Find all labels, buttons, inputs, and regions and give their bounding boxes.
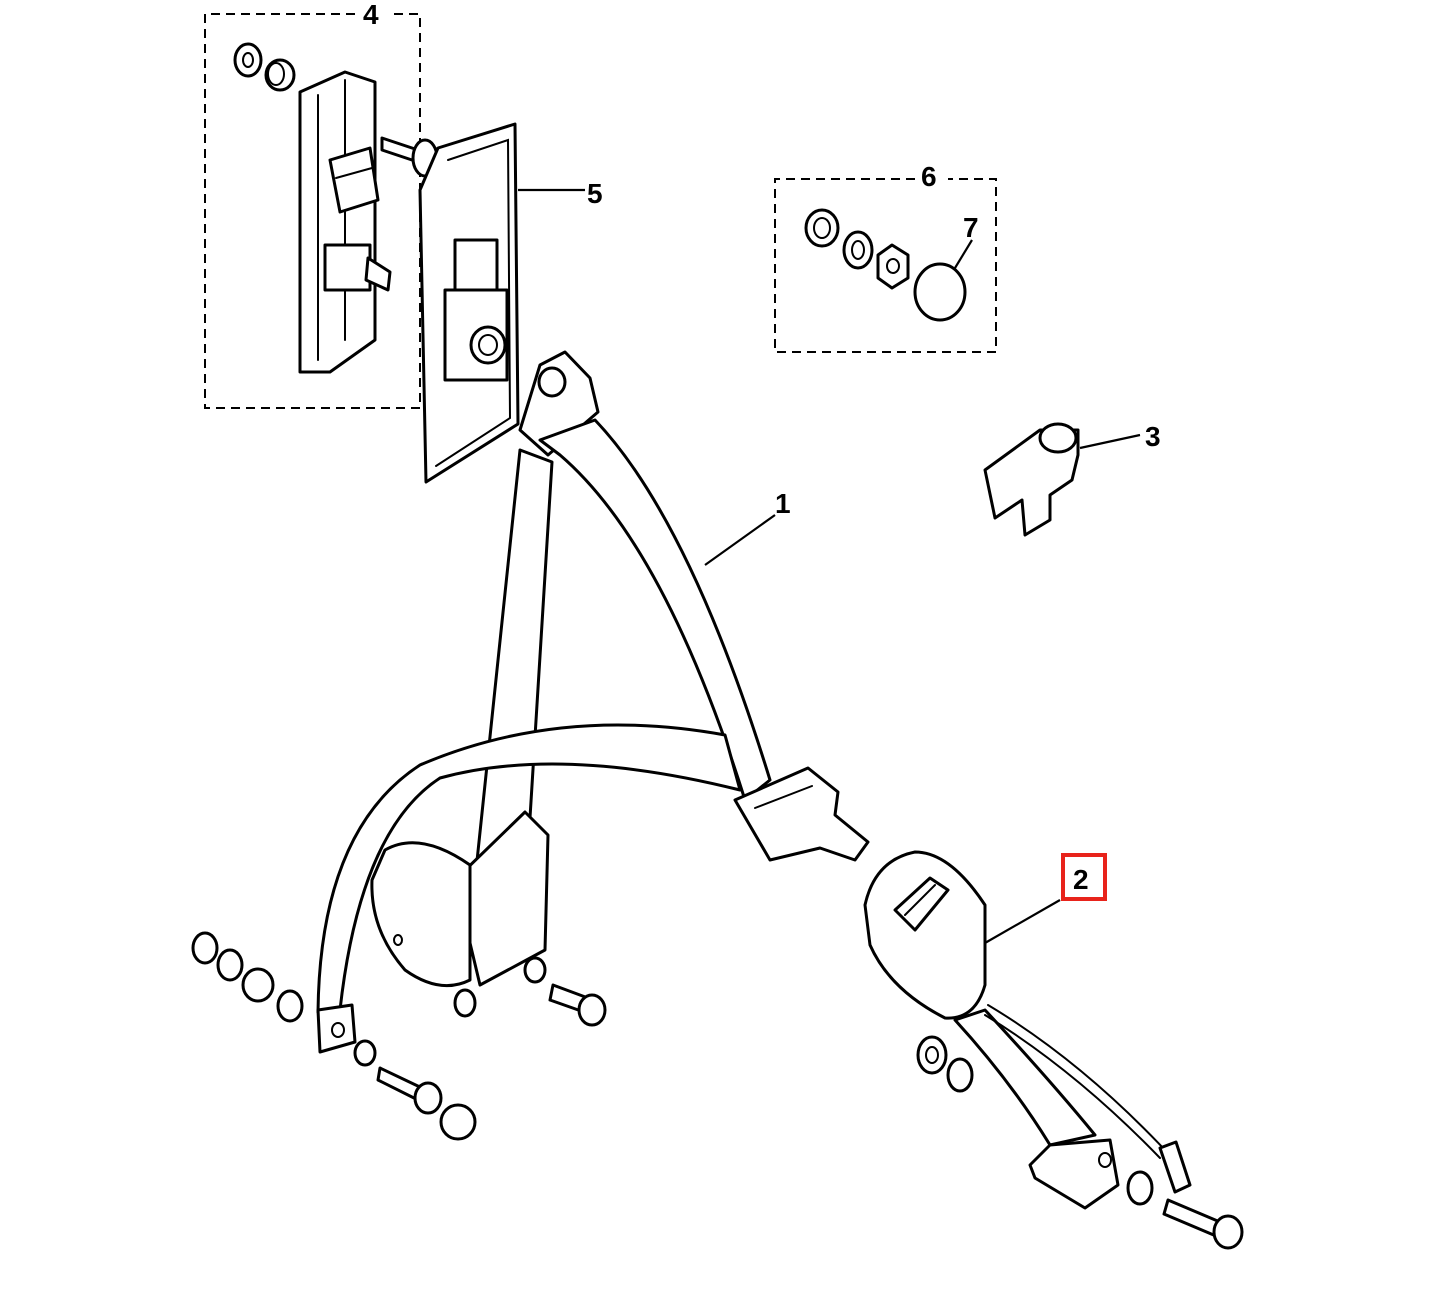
- callout-7: 7: [963, 212, 979, 243]
- anchor-spacer: [241, 967, 275, 1003]
- anchor-washer-2: [216, 948, 244, 982]
- adjuster-rail: [298, 70, 377, 374]
- buckle-tongue: [733, 766, 870, 862]
- buckle-bracket: [1028, 1138, 1120, 1210]
- anchor-stud-block: [323, 243, 372, 292]
- washer: [233, 42, 263, 78]
- buckle-switch-cable: [987, 1004, 1166, 1151]
- retractor-bolt-washer: [523, 956, 547, 984]
- callout-5: 5: [587, 178, 603, 209]
- group-6-dashed-frame: [774, 178, 997, 353]
- group-4-dashed-frame: [204, 13, 421, 409]
- buckle-stalk: [953, 1008, 1097, 1147]
- anchor-cap: [439, 1103, 477, 1141]
- callout-4: 4: [363, 0, 379, 30]
- buckle-bolt: [1162, 1198, 1222, 1238]
- trim-cover-plate: [418, 122, 520, 484]
- leader-line-2: [984, 899, 1061, 944]
- callout-3: 3: [1145, 421, 1161, 452]
- retractor-washer: [453, 988, 477, 1018]
- buckle-bolt-head: [1212, 1214, 1244, 1250]
- retractor-spool: [370, 841, 472, 988]
- lower-anchor-plate: [316, 1003, 357, 1054]
- leader-line-3: [1079, 433, 1141, 450]
- anchor-washer-1: [191, 931, 219, 965]
- callout-6: 6: [921, 161, 937, 192]
- callout-2: 2: [1073, 864, 1089, 895]
- fixing-kit-group: [774, 178, 997, 353]
- leader-line-1: [704, 514, 776, 566]
- callout-1: 1: [775, 488, 791, 519]
- spacer: [264, 58, 296, 92]
- upper-anchor-hole: [537, 366, 567, 398]
- buckle-washer-1: [916, 1035, 948, 1075]
- belt-assembly: [191, 350, 870, 1141]
- buckle-assembly: [863, 850, 1244, 1250]
- highlight-box: [1061, 853, 1107, 901]
- retractor-mount: [453, 810, 550, 987]
- belt-guide-clip: [983, 422, 1080, 537]
- height-adjuster-group: [204, 13, 439, 409]
- buckle-connector: [1158, 1140, 1192, 1194]
- lap-webbing: [316, 723, 742, 1014]
- adjuster-slider: [328, 146, 380, 214]
- rear-webbing: [473, 448, 554, 882]
- buckle-housing: [863, 850, 987, 1020]
- buckle-washer-3: [1126, 1170, 1154, 1206]
- anchor-bolt-head: [413, 1081, 443, 1115]
- buckle-washer-2: [946, 1057, 974, 1093]
- anchor-stud: [364, 256, 392, 292]
- leader-line-7: [954, 239, 973, 269]
- kit-washer: [842, 230, 874, 270]
- retractor-bolt-head: [577, 993, 607, 1027]
- cover-cap: [913, 262, 967, 322]
- cover-hole: [469, 325, 507, 365]
- anchor-washer-3: [276, 989, 304, 1023]
- kit-spacer: [804, 208, 840, 248]
- anchor-washer-4: [353, 1039, 377, 1067]
- kit-nut: [876, 243, 910, 290]
- buckle-release-button: [893, 876, 950, 932]
